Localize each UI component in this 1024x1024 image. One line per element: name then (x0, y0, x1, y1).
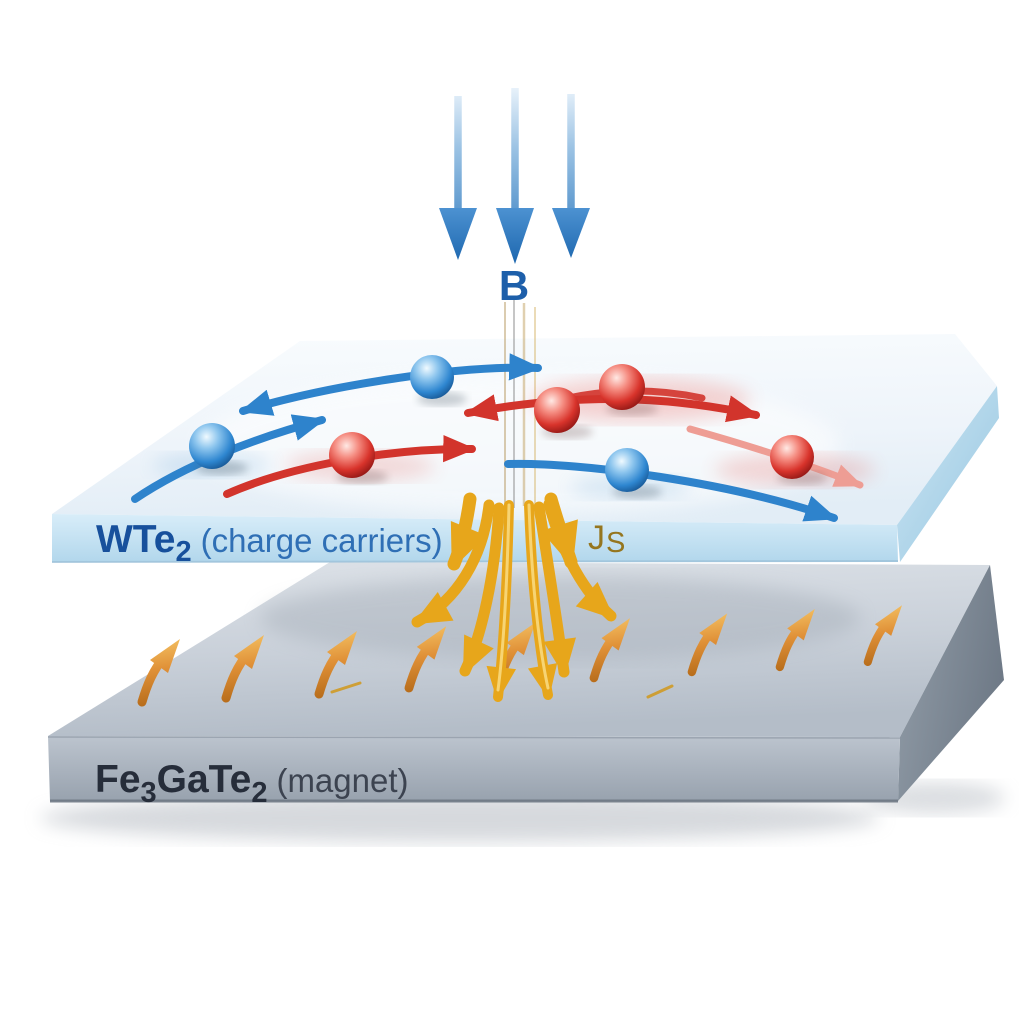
red-carrier-sphere (329, 432, 375, 478)
bottom-layer-formula-sub: 3 (141, 777, 157, 809)
b-field-label: B (499, 262, 529, 309)
spin-current-label: JS (588, 519, 625, 559)
top-layer-formula-sub: 2 (175, 536, 191, 568)
spin-current-arrow (447, 492, 487, 571)
top-slab-right-face (897, 386, 999, 562)
blue-trajectory-arrow-double (239, 353, 542, 416)
bottom-layer-formula: Fe (95, 758, 141, 801)
top-layer-description: (charge carriers) (201, 522, 443, 559)
b-field-symbol: B (499, 262, 529, 309)
top-layer-label: WTe2 (charge carriers) (96, 518, 443, 568)
blue-carrier-sphere (410, 355, 454, 399)
b-field-arrowhead (496, 208, 534, 264)
b-field-arrowhead (552, 208, 590, 258)
spin-current-symbol: J (588, 519, 605, 557)
red-carrier-sphere (534, 387, 580, 433)
magnetic-field-arrows (439, 88, 590, 264)
spin-splash (330, 681, 362, 694)
bottom-layer-label: Fe3GaTe2 (magnet) (95, 758, 409, 809)
blue-carrier-sphere (605, 448, 649, 492)
bottom-layer-formula-sub: 2 (251, 777, 267, 809)
red-carrier-sphere (770, 435, 814, 479)
charge-carriers (189, 355, 827, 499)
spin-current-fan (330, 492, 674, 702)
bottom-layer-formula: GaTe (157, 758, 252, 801)
spin-current-symbol-sub: S (606, 527, 625, 559)
bottom-layer-description: (magnet) (276, 762, 408, 799)
spin-current-sheen (527, 503, 550, 690)
spin-splash (646, 684, 674, 699)
blue-trajectory-arrow (504, 459, 838, 522)
bottom-slab-right-face (898, 565, 1004, 801)
spin-current-arrow (541, 492, 578, 569)
bottom-slab-front-face (48, 736, 900, 801)
ground-shadow (40, 794, 880, 842)
blue-carrier-sphere (189, 423, 235, 469)
bottom-slab-front-edge (47, 736, 901, 739)
red-carrier-sphere (599, 364, 645, 410)
top-layer-formula: WTe (96, 518, 175, 561)
spin-current-arrow (459, 502, 505, 677)
spin-current-sheen (496, 503, 511, 692)
b-field-arrowhead (439, 208, 477, 260)
